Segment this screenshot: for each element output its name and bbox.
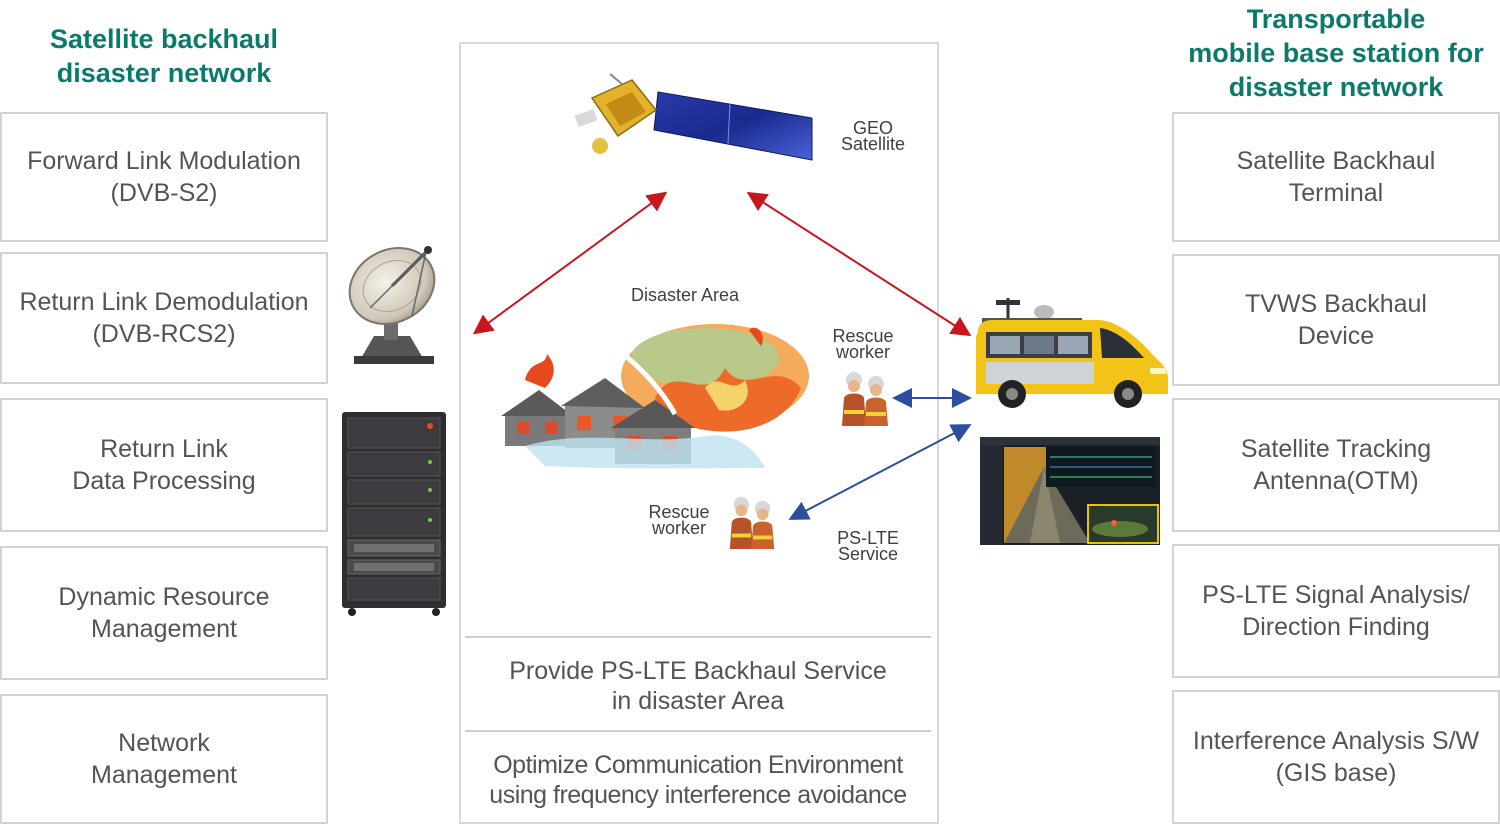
satellite-van-link-arrow bbox=[746, 191, 972, 337]
box-tvws-backhaul-device: TVWS Backhaul Device bbox=[1172, 254, 1500, 386]
box-ps-lte-signal-analysis: PS-LTE Signal Analysis/ Direction Findin… bbox=[1172, 544, 1500, 678]
satellite-dish-link-arrow bbox=[472, 191, 668, 335]
box-return-link-demodulation: Return Link Demodulation (DVB-RCS2) bbox=[0, 252, 328, 384]
center-divider-1 bbox=[465, 636, 931, 638]
geo-satellite-icon bbox=[574, 73, 813, 161]
box-satellite-backhaul-terminal: Satellite Backhaul Terminal bbox=[1172, 112, 1500, 242]
geo-satellite-label: GEO Satellite bbox=[840, 118, 906, 154]
server-rack-icon bbox=[342, 412, 446, 616]
box-satellite-tracking-antenna: Satellite Tracking Antenna(OTM) bbox=[1172, 398, 1500, 532]
center-divider-2 bbox=[465, 730, 931, 732]
box-forward-link-modulation: Forward Link Modulation (DVB-S2) bbox=[0, 112, 328, 242]
rescue-worker-label-1: Rescue worker bbox=[832, 326, 894, 362]
mobile-base-station-van-icon bbox=[976, 298, 1168, 408]
disaster-area-label: Disaster Area bbox=[630, 285, 740, 305]
rescue-worker-icon-2 bbox=[729, 496, 775, 549]
right-heading: Transportable mobile base station for di… bbox=[1188, 4, 1484, 102]
interference-analysis-screen-icon bbox=[980, 437, 1160, 545]
disaster-area-icon bbox=[501, 324, 809, 469]
optimize-text: Optimize Communication Environment using… bbox=[489, 751, 907, 809]
left-heading: Satellite backhaul disaster network bbox=[49, 24, 279, 88]
box-return-link-data-processing: Return Link Data Processing bbox=[0, 398, 328, 532]
rescue-lte-link-arrow bbox=[788, 424, 972, 520]
box-network-management: Network Management bbox=[0, 694, 328, 824]
satellite-dish-icon bbox=[348, 246, 436, 364]
rescue-worker-icon-1 bbox=[842, 372, 888, 426]
box-interference-analysis-sw: Interference Analysis S/W (GIS base) bbox=[1172, 690, 1500, 824]
box-dynamic-resource-management: Dynamic Resource Management bbox=[0, 546, 328, 680]
rescue-worker-label-2: Rescue worker bbox=[648, 502, 710, 538]
service-text: Provide PS-LTE Backhaul Service in disas… bbox=[509, 657, 887, 715]
ps-lte-service-label: PS-LTE Service bbox=[837, 528, 899, 564]
